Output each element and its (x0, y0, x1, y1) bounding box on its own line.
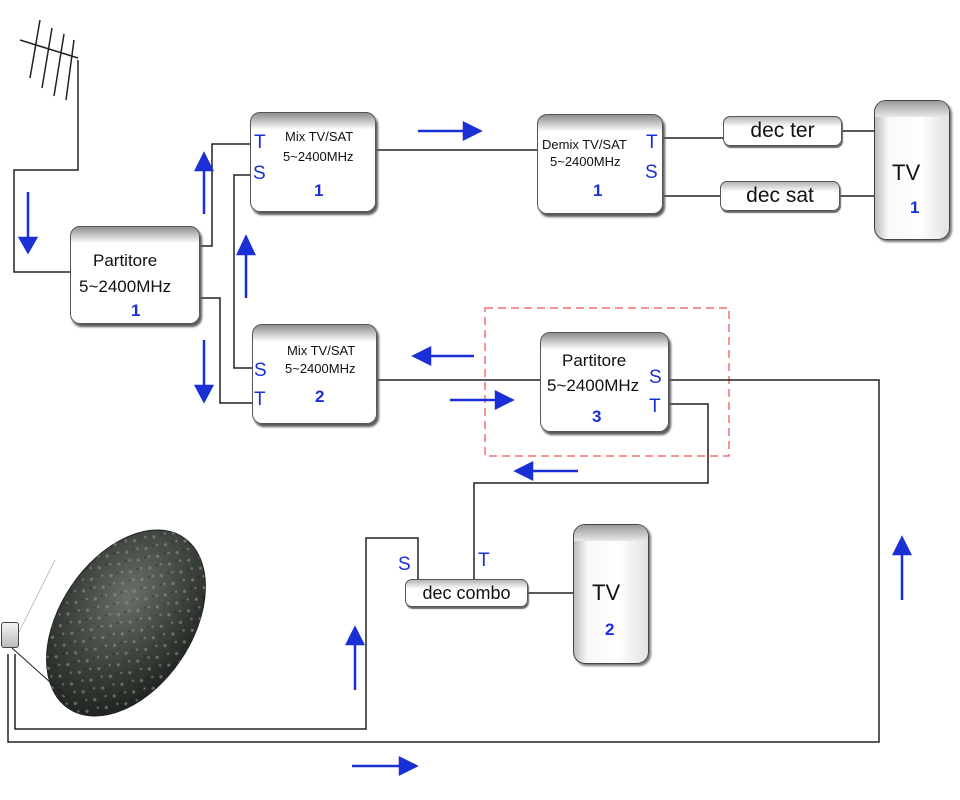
splitter1-num: 1 (131, 301, 141, 320)
demix1[interactable] (537, 114, 663, 214)
demix1-num: 1 (593, 181, 603, 200)
mix2-name: Mix TV/SAT (287, 343, 356, 358)
mix2-num: 2 (315, 387, 325, 406)
arrow-up-sat-to-mix1 (236, 234, 256, 298)
splitter3-port-bottom: T (649, 396, 661, 417)
wires (7, 60, 880, 743)
arrow-down-antenna (17, 192, 39, 255)
satellite-dish-icon (11, 529, 206, 717)
dec-combo-port-t: T (478, 550, 490, 571)
demix1-freq: 5~2400MHz (550, 154, 621, 169)
tv1[interactable] (874, 100, 950, 240)
splitter1[interactable] (70, 226, 200, 324)
dec-sat[interactable]: dec sat (720, 181, 840, 211)
arrow-left-to-mix2 (411, 345, 474, 367)
arrow-right-to-splitter3 (450, 389, 515, 411)
splitter3-port-top: S (649, 367, 662, 388)
antenna-icon (19, 19, 79, 101)
dec-ter[interactable]: dec ter (723, 116, 842, 146)
splitter1-freq: 5~2400MHz (79, 277, 172, 296)
mix1-port-bottom: S (253, 163, 266, 184)
mix1-port-top: T (254, 132, 266, 153)
dec-combo-port-s: S (398, 554, 411, 575)
arrow-up-to-combo (344, 625, 366, 690)
mix2-freq: 5~2400MHz (285, 361, 356, 376)
demix1-port-top: T (646, 132, 658, 153)
mix1-name: Mix TV/SAT (285, 129, 354, 144)
lnb-icon (1, 622, 19, 648)
arrow-right-mix1-demix (418, 120, 483, 142)
tv2[interactable] (573, 524, 649, 664)
demix1-port-bottom: S (645, 162, 658, 183)
dec-combo[interactable]: dec combo (405, 579, 528, 607)
arrow-down-to-mix2 (193, 340, 215, 404)
tv2-num: 2 (605, 620, 615, 639)
demix1-name: Demix TV/SAT (542, 137, 627, 152)
splitter3[interactable] (540, 332, 669, 432)
splitter3-num: 3 (592, 407, 602, 426)
mix1-num: 1 (314, 181, 324, 200)
arrow-up-right-riser (891, 535, 913, 600)
splitter3-name: Partitore (562, 351, 627, 370)
tv2-label: TV (592, 580, 621, 605)
flow-arrows (17, 120, 913, 777)
arrow-right-bottom (352, 755, 419, 777)
mix1[interactable] (250, 112, 376, 212)
mix1-freq: 5~2400MHz (283, 149, 354, 164)
arrow-left-from-splitter3 (513, 460, 578, 482)
splitter3-highlight (484, 307, 730, 457)
tv1-num: 1 (910, 198, 920, 217)
arrow-up-to-mix1 (193, 151, 215, 214)
mix2-port-bottom: T (254, 389, 266, 410)
splitter1-name: Partitore (93, 251, 158, 270)
tv1-label: TV (892, 160, 921, 185)
splitter3-freq: 5~2400MHz (547, 376, 640, 395)
mix2[interactable] (252, 324, 377, 424)
mix2-port-top: S (254, 360, 267, 381)
